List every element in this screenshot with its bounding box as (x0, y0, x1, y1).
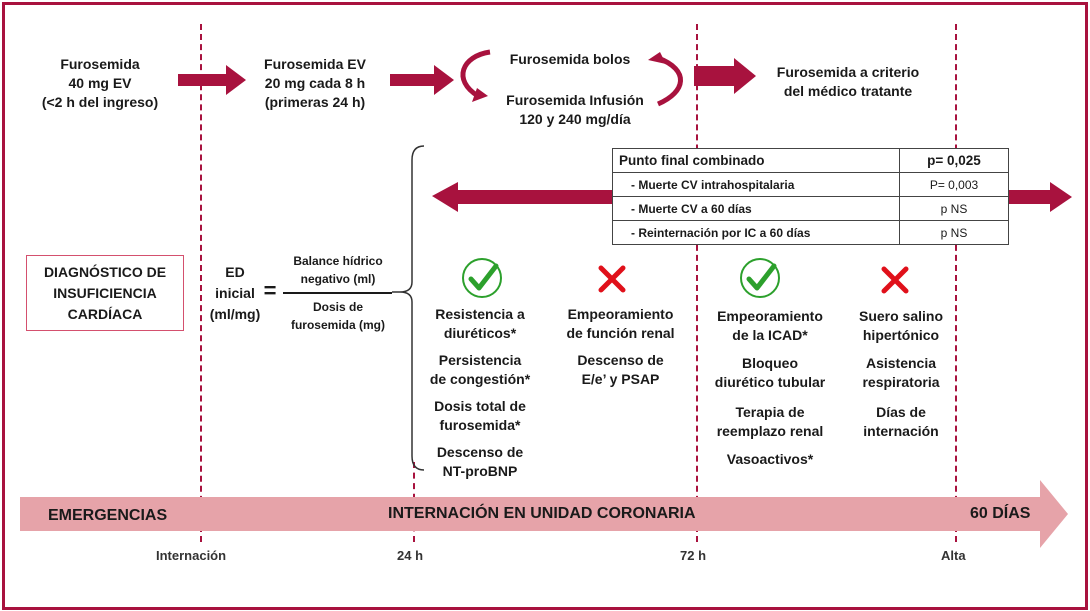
endpoint-pvalue: p= 0,025 (899, 148, 1009, 173)
step3-infusion-text: Furosemida Infusión 120 y 240 mg/día (506, 92, 644, 127)
formula-denominator: Dosis de furosemida (mg) (290, 300, 385, 332)
check-icon (462, 258, 502, 298)
timeline-60-dias: 60 DÍAS (970, 505, 1031, 522)
arrow-long-left (432, 182, 612, 212)
col3-item: Empeoramiento de la ICAD* (717, 308, 823, 343)
col1-item: Resistencia a diuréticos* (435, 306, 525, 341)
divider-alta (955, 24, 957, 542)
table-row: - Reinternación por IC a 60 días p NS (612, 220, 1009, 245)
col1-item: Dosis total de furosemida* (434, 398, 526, 433)
endpoint-label: - Muerte CV a 60 días (612, 196, 900, 221)
arrow-long-right (1009, 182, 1072, 212)
formula-numerator: Balance hídrico negativo (ml) (293, 254, 383, 286)
col4-item: Suero salino hipertónico (858, 308, 944, 343)
col1-item: Descenso de NT-proBNP (436, 444, 524, 479)
endpoint-pvalue: p NS (899, 220, 1009, 245)
endpoint-table: Punto final combinado p= 0,025 - Muerte … (612, 148, 1009, 245)
table-row: - Muerte CV intrahospitalaria P= 0,003 (612, 172, 1009, 197)
step1-text: Furosemida 40 mg EV (<2 h del ingreso) (41, 56, 159, 110)
col3-item: Vasoactivos* (726, 451, 814, 467)
diagnosis-box: DIAGNÓSTICO DE INSUFICIENCIA CARDÍACA (26, 255, 184, 331)
cross-icon (881, 266, 909, 294)
col4-item: Asistencia respiratoria (862, 355, 940, 390)
timeline-band (20, 480, 1068, 548)
check-icon (740, 258, 780, 298)
col3-item: Terapia de reemplazo renal (716, 404, 824, 439)
step3-bolos-text: Furosemida bolos (509, 51, 631, 67)
table-row: Punto final combinado p= 0,025 (612, 148, 1009, 173)
col2-item: Empeoramiento de función renal (566, 306, 675, 341)
divider-72h (696, 24, 698, 542)
cross-icon (598, 265, 626, 293)
tick-24h: 24 h (397, 548, 424, 563)
step2-text: Furosemida EV 20 mg cada 8 h (primeras 2… (264, 56, 366, 110)
timeline-internacion-unidad: INTERNACIÓN EN UNIDAD CORONARIA (388, 505, 696, 522)
arrow-step2-to-step3 (390, 65, 454, 95)
endpoint-pvalue: p NS (899, 196, 1009, 221)
col4-item: Días de internación (863, 404, 939, 439)
endpoint-pvalue: P= 0,003 (899, 172, 1009, 197)
arrow-step3-to-step4 (694, 58, 756, 94)
endpoint-label: Punto final combinado (612, 148, 900, 173)
divider-internacion (200, 24, 202, 542)
cycle-arrow-right (656, 55, 683, 107)
formula-equals: = (263, 278, 277, 303)
tick-internacion: Internación (156, 548, 227, 563)
col2-item: Descenso de E/e’ y PSAP (577, 352, 664, 387)
col3-item: Bloqueo diurético tubular (714, 355, 826, 390)
table-row: - Muerte CV a 60 días p NS (612, 196, 1009, 221)
formula-lhs: ED inicial (ml/mg) (209, 264, 261, 322)
endpoint-label: - Reinternación por IC a 60 días (612, 220, 900, 245)
col1-item: Persistencia de congestión* (429, 352, 531, 387)
cycle-arrow-left (460, 49, 491, 99)
step4-text: Furosemida a criterio del médico tratant… (776, 64, 920, 99)
arrow-step1-to-step2 (178, 65, 246, 95)
tick-alta: Alta (941, 548, 966, 563)
tick-72h: 72 h (680, 548, 707, 563)
timeline-emergencias: EMERGENCIAS (48, 507, 168, 524)
endpoint-label: - Muerte CV intrahospitalaria (612, 172, 900, 197)
